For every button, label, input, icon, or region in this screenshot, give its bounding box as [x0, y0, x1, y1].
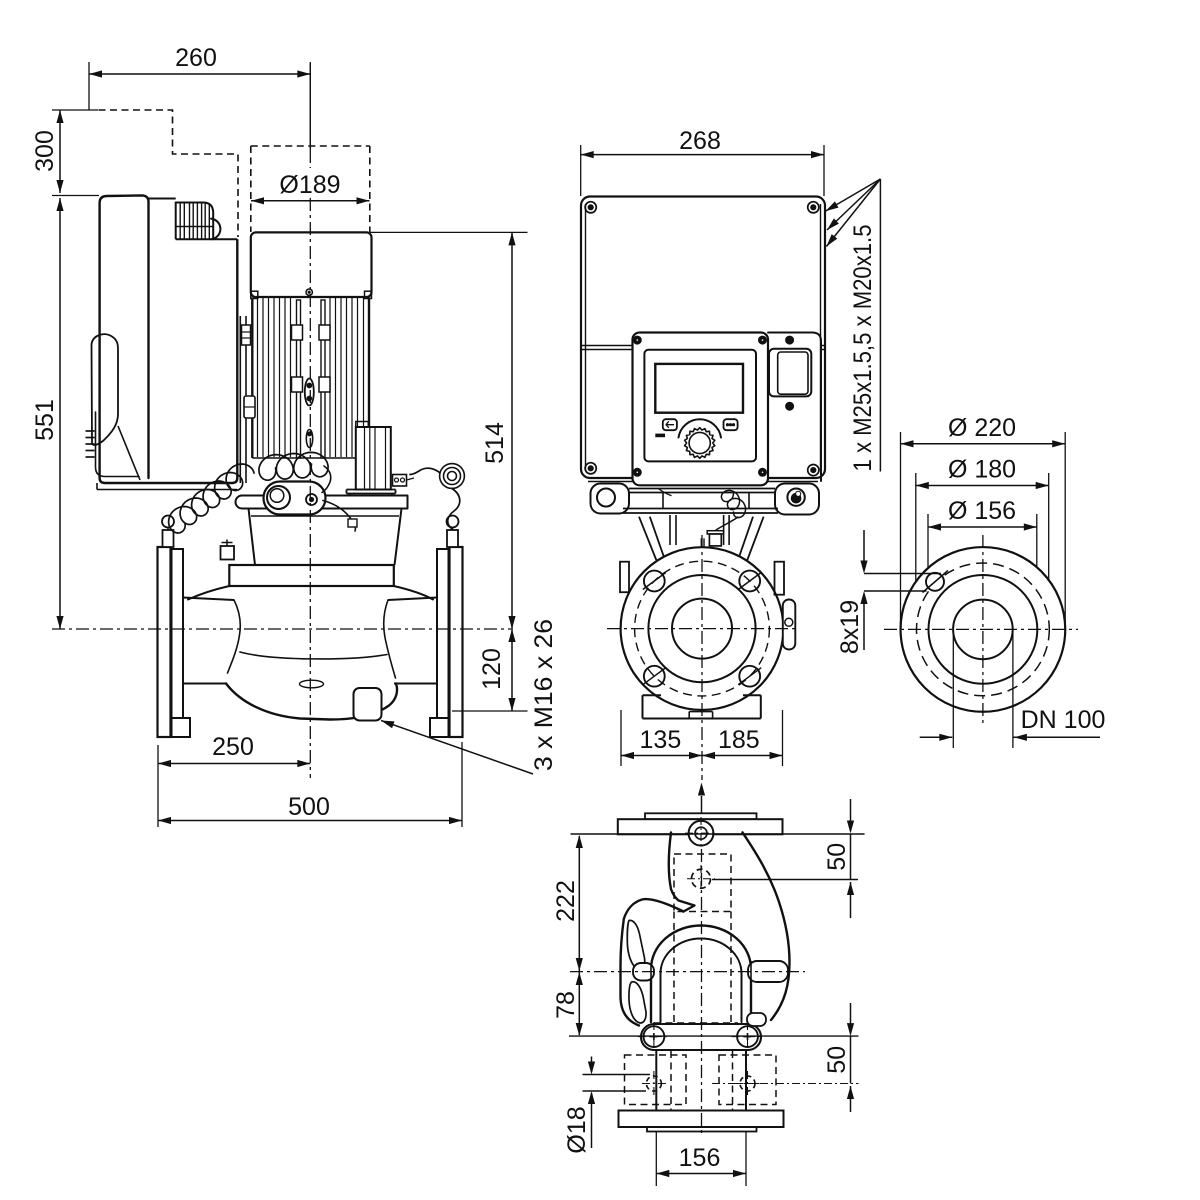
- svg-text:50: 50: [823, 843, 851, 871]
- svg-text:Ø 220: Ø 220: [948, 414, 1016, 442]
- svg-text:135: 135: [640, 726, 682, 754]
- svg-text:185: 185: [718, 726, 760, 754]
- svg-text:1 x M25x1.5,5 x M20x1.5: 1 x M25x1.5,5 x M20x1.5: [849, 225, 877, 472]
- svg-text:120: 120: [478, 648, 506, 690]
- svg-text:3 x M16 x 26: 3 x M16 x 26: [530, 619, 558, 771]
- svg-text:Ø189: Ø189: [279, 171, 340, 199]
- svg-text:222: 222: [552, 880, 580, 922]
- svg-text:DN 100: DN 100: [1021, 706, 1106, 734]
- svg-text:Ø18: Ø18: [563, 1106, 591, 1153]
- svg-text:300: 300: [31, 130, 59, 172]
- svg-text:514: 514: [481, 422, 509, 464]
- svg-text:Ø 180: Ø 180: [948, 456, 1016, 484]
- svg-text:8x19: 8x19: [836, 600, 864, 654]
- svg-text:500: 500: [288, 793, 330, 821]
- svg-text:156: 156: [679, 1144, 721, 1172]
- svg-text:551: 551: [31, 399, 59, 441]
- svg-text:78: 78: [552, 991, 580, 1019]
- svg-text:260: 260: [175, 44, 217, 72]
- svg-text:250: 250: [212, 733, 254, 761]
- svg-text:50: 50: [823, 1046, 851, 1074]
- svg-text:Ø 156: Ø 156: [948, 497, 1016, 525]
- svg-text:268: 268: [679, 127, 721, 155]
